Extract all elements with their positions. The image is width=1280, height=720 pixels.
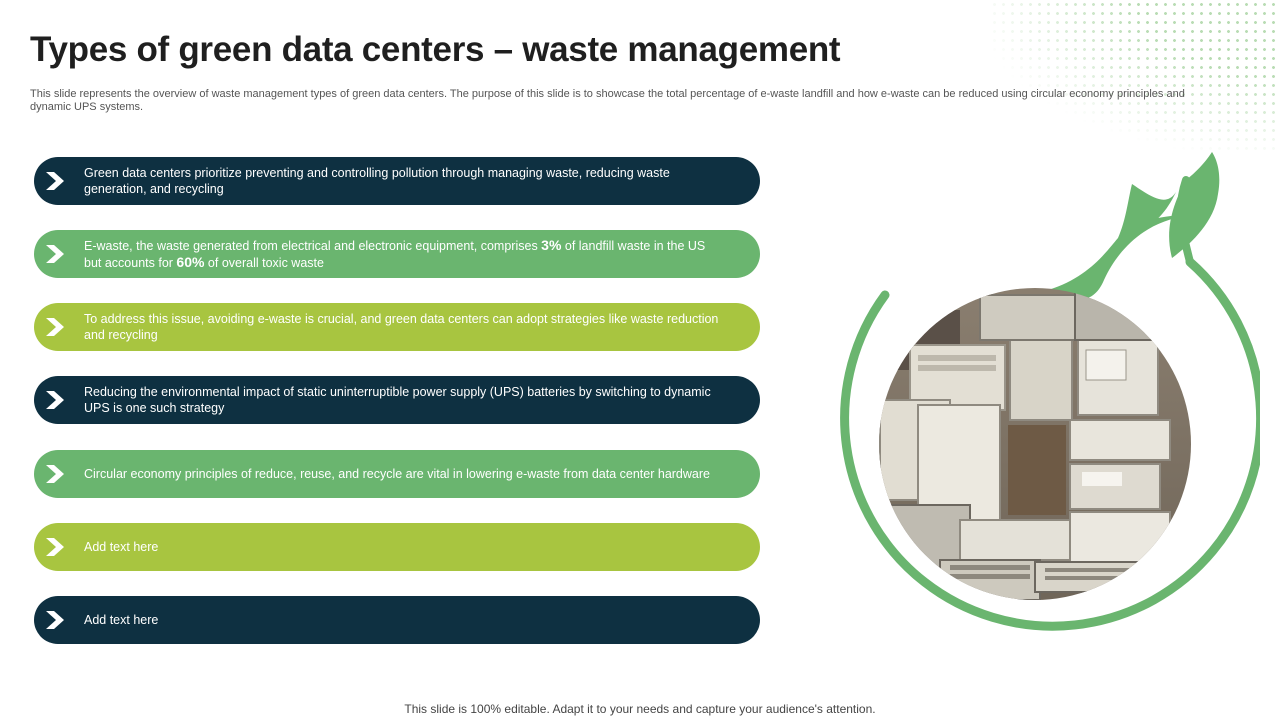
stat-landfill-percent: 3% <box>541 237 562 253</box>
point-text-4: Reducing the environmental impact of sta… <box>84 385 711 415</box>
point-text-5: Circular economy principles of reduce, r… <box>84 467 710 481</box>
placeholder-text-2[interactable]: Add text here <box>84 613 159 627</box>
point-item-3: To address this issue, avoiding e-waste … <box>34 303 760 351</box>
e-waste-photo <box>879 288 1191 600</box>
dot-pattern-decoration <box>990 0 1280 150</box>
chevron-right-icon <box>46 465 64 483</box>
point-text-2-mid: of landfill waste in the US but accounts… <box>84 239 706 270</box>
chevron-right-icon <box>46 538 64 556</box>
point-item-6[interactable]: Add text here <box>34 523 760 571</box>
point-item-4: Reducing the environmental impact of sta… <box>34 376 760 424</box>
chevron-right-icon <box>46 245 64 263</box>
ewaste-illustration <box>840 152 1260 631</box>
slide-subtitle: This slide represents the overview of wa… <box>30 88 1185 113</box>
chevron-right-icon <box>46 391 64 409</box>
point-item-1: Green data centers prioritize preventing… <box>34 157 760 205</box>
point-text-2-pre: E-waste, the waste generated from electr… <box>84 239 542 253</box>
slide-footer: This slide is 100% editable. Adapt it to… <box>404 702 876 716</box>
point-text-3: To address this issue, avoiding e-waste … <box>84 312 719 342</box>
green-ring-arc <box>840 257 1260 631</box>
chevron-right-icon <box>46 318 64 336</box>
point-text-1: Green data centers prioritize preventing… <box>84 166 670 196</box>
point-item-5: Circular economy principles of reduce, r… <box>34 450 760 498</box>
slide-title: Types of green data centers – waste mana… <box>30 30 841 69</box>
stat-toxic-percent: 60% <box>176 254 205 270</box>
point-text-2-post: of overall toxic waste <box>204 256 324 270</box>
placeholder-text-1[interactable]: Add text here <box>84 540 159 554</box>
chevron-right-icon <box>46 611 64 629</box>
point-text-2: E-waste, the waste generated from electr… <box>84 237 720 271</box>
point-item-2: E-waste, the waste generated from electr… <box>34 230 760 278</box>
chevron-right-icon <box>46 172 64 190</box>
leaf-sprout-icon <box>1048 152 1220 300</box>
point-item-7[interactable]: Add text here <box>34 596 760 644</box>
